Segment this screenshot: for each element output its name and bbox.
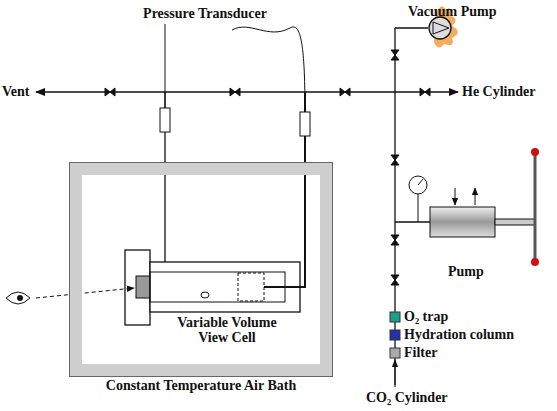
vacuum-pump bbox=[433, 22, 449, 34]
transducer-cable bbox=[232, 27, 305, 112]
filter-label: Filter bbox=[404, 345, 437, 361]
valve bbox=[391, 155, 399, 165]
flow-arrow bbox=[455, 188, 456, 205]
he-cylinder-label: He Cylinder bbox=[462, 84, 536, 100]
vacuum-pump-label: Vacuum Pump bbox=[408, 4, 497, 20]
sight-line bbox=[36, 288, 134, 298]
valve bbox=[230, 88, 240, 96]
valve bbox=[391, 275, 399, 285]
vent-label: Vent bbox=[2, 84, 32, 100]
stir-bar bbox=[201, 292, 209, 298]
cell-body bbox=[150, 262, 300, 312]
handle-knob bbox=[531, 148, 539, 156]
pump-label: Pump bbox=[448, 264, 484, 280]
vacuum-pump bbox=[429, 17, 451, 39]
valve bbox=[340, 88, 350, 96]
gauge-stem bbox=[418, 194, 419, 222]
co2-arrow bbox=[395, 360, 396, 387]
transducer-cable bbox=[165, 24, 166, 108]
gauge-needle bbox=[418, 179, 423, 185]
vacuum-line bbox=[395, 27, 428, 28]
pump-line bbox=[395, 221, 430, 222]
bath-caption: Constant Temperature Air Bath bbox=[70, 378, 332, 393]
cell-caption: Variable Volume View Cell bbox=[177, 315, 277, 345]
hydration-column-label: Hydration column bbox=[404, 327, 514, 343]
pump-barrel bbox=[430, 207, 495, 237]
handle-knob bbox=[531, 258, 539, 266]
observer-eye bbox=[6, 292, 30, 304]
valve bbox=[391, 235, 399, 245]
pressure-gauge bbox=[409, 176, 427, 194]
pump-plunger bbox=[495, 219, 535, 225]
sapphire-window bbox=[136, 276, 150, 298]
piston-rod bbox=[264, 286, 300, 288]
view-cell-label: Variable Volume View Cell bbox=[177, 315, 277, 345]
valve bbox=[391, 50, 399, 60]
pressure-transducer bbox=[300, 112, 310, 136]
filter bbox=[390, 348, 400, 358]
o2-trap bbox=[390, 312, 400, 322]
transducer-label: Pressure Transducer bbox=[143, 6, 267, 22]
pump-handle bbox=[534, 152, 537, 262]
valve bbox=[420, 88, 430, 96]
air-bath: Constant Temperature Air BathVariable Vo… bbox=[70, 163, 332, 376]
piston bbox=[238, 273, 264, 301]
pressure-transducer bbox=[160, 108, 170, 132]
o2-trap-label: O₂ trap bbox=[404, 309, 448, 325]
valve bbox=[105, 88, 115, 96]
hydration-column bbox=[390, 330, 400, 340]
cell-flange bbox=[125, 250, 150, 325]
observer-eye bbox=[17, 295, 23, 301]
co2-cylinder-label: CO₂ Cylinder bbox=[366, 390, 448, 406]
flow-arrow bbox=[475, 188, 476, 205]
